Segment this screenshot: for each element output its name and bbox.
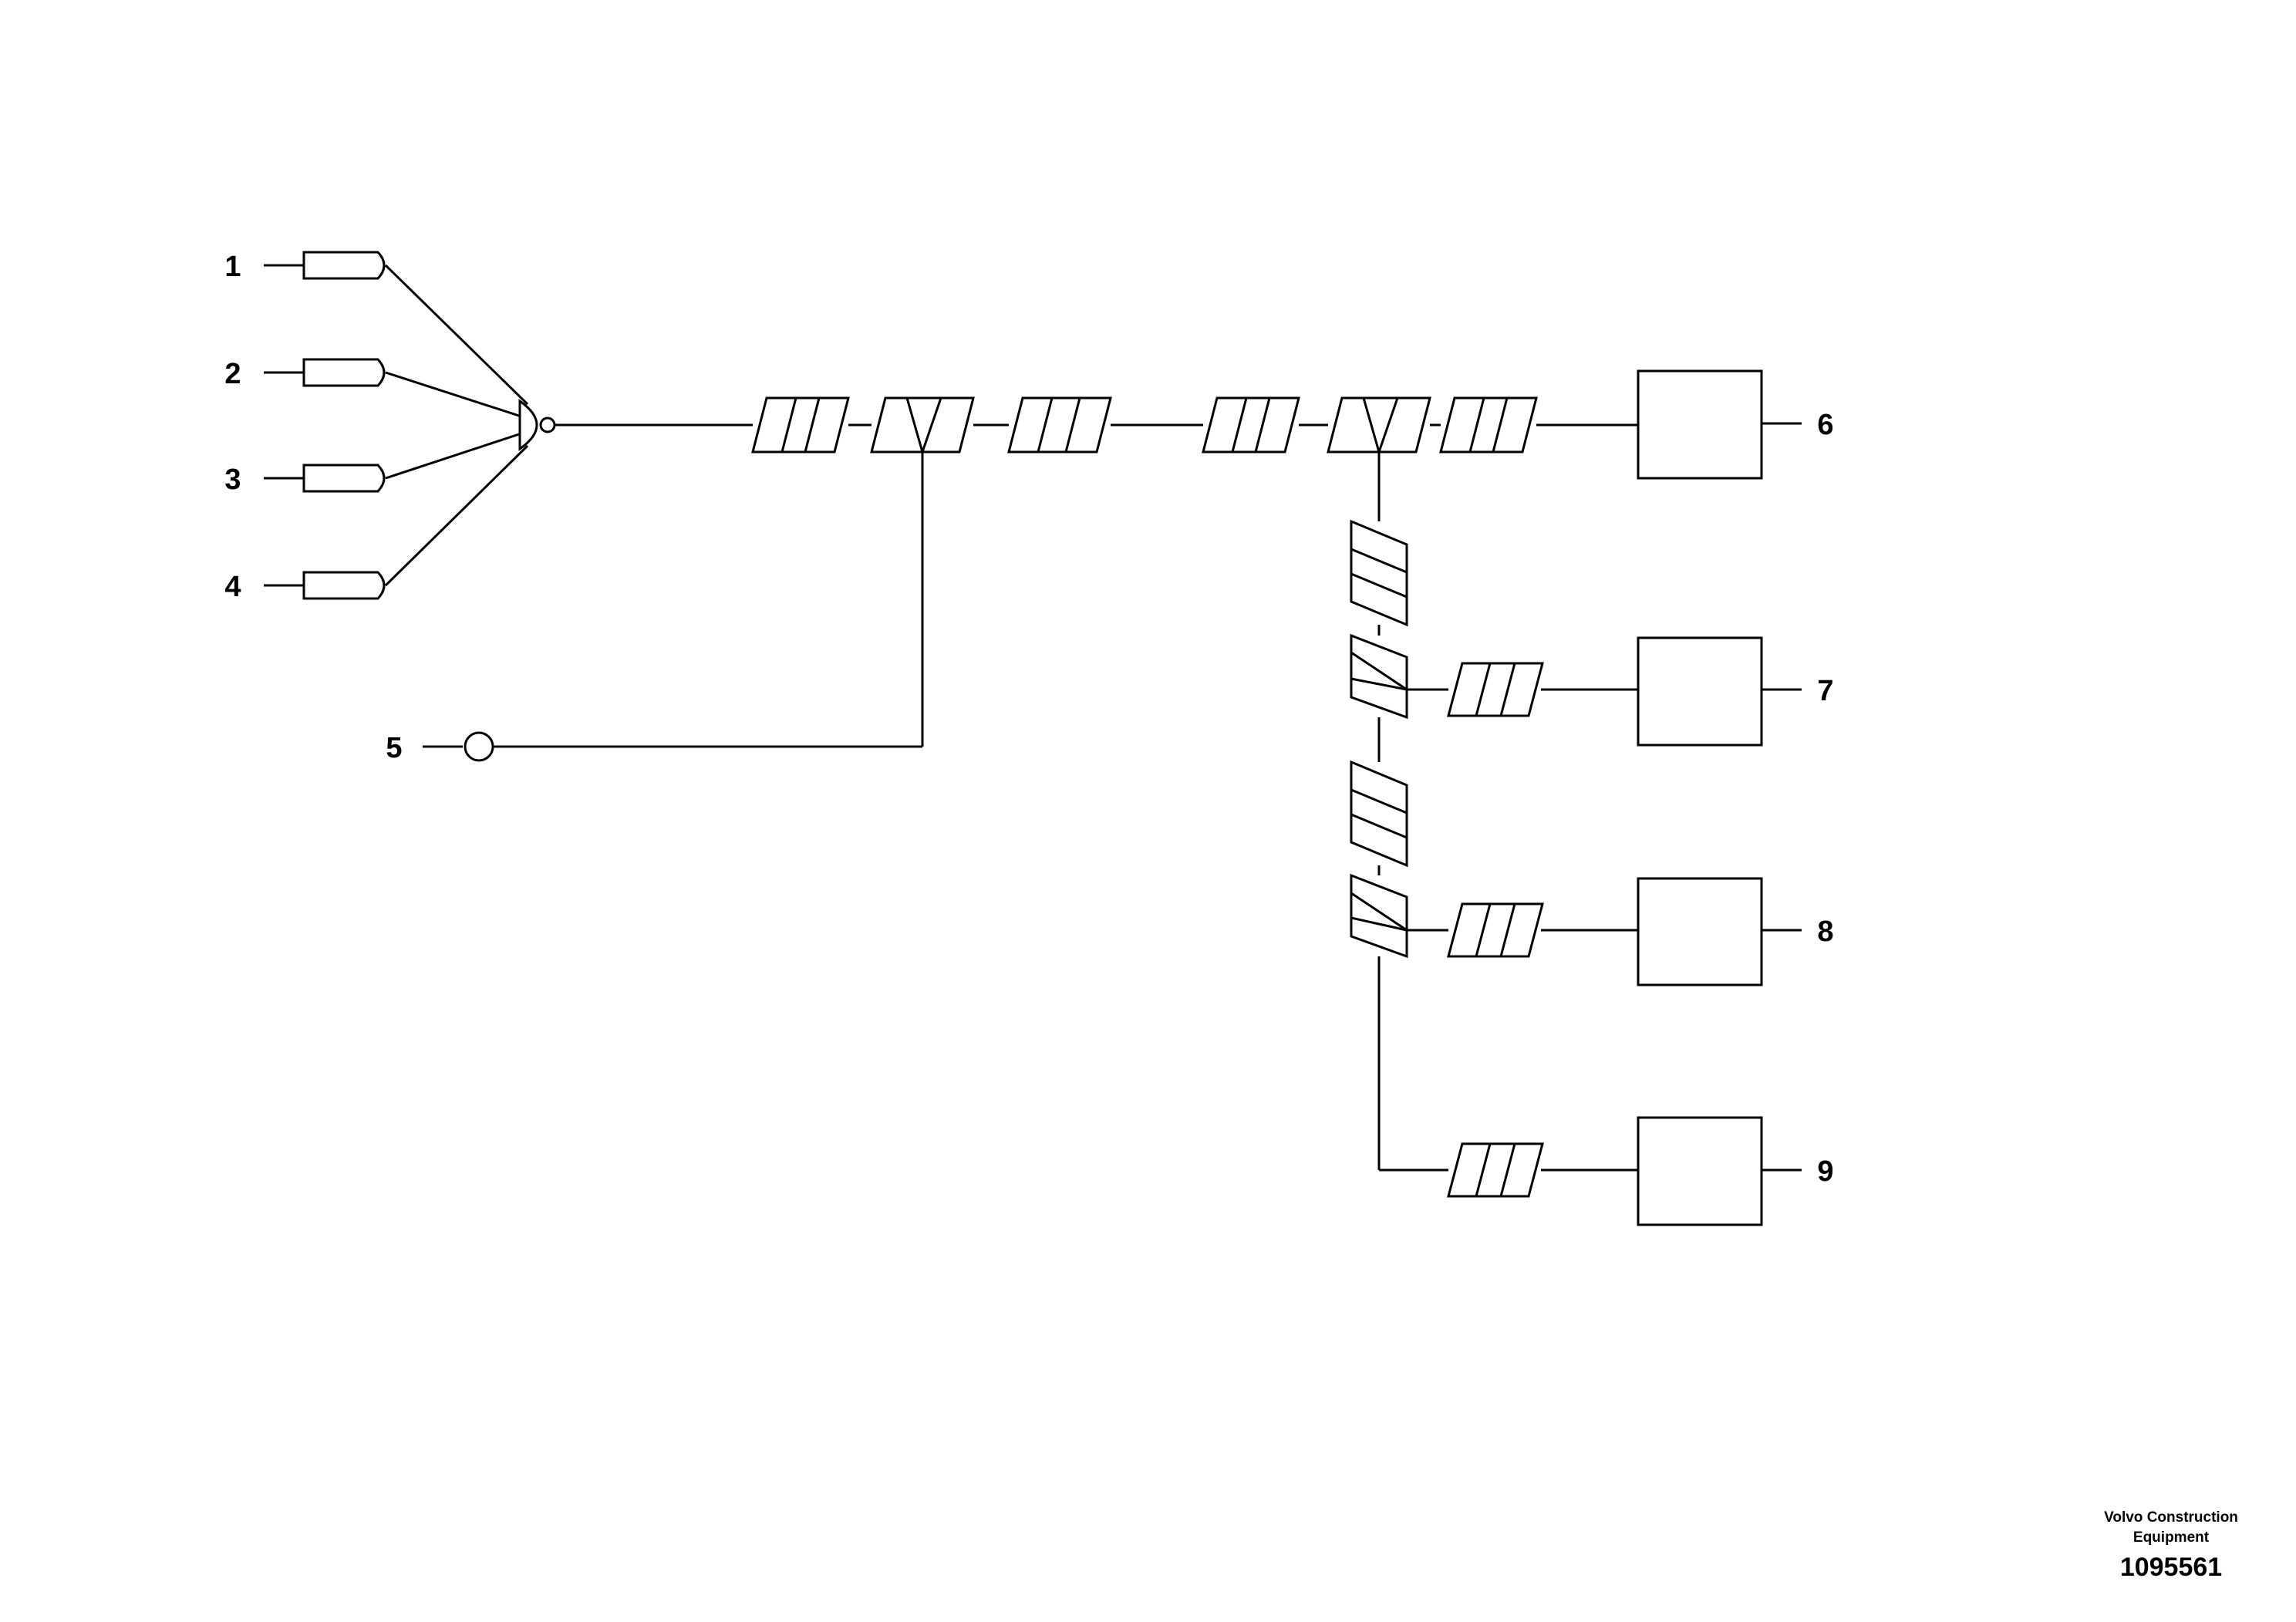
component-box-9 bbox=[1637, 1116, 1763, 1226]
callout-number: 5 bbox=[386, 732, 402, 764]
plug-connector-4 bbox=[302, 571, 386, 600]
callout-1: 1 bbox=[224, 251, 304, 283]
component-box-6 bbox=[1637, 369, 1763, 480]
callout-7: 7 bbox=[1762, 675, 1834, 707]
harness-sleeve bbox=[1007, 396, 1112, 454]
callout-8: 8 bbox=[1762, 916, 1834, 948]
callout-number: 8 bbox=[1817, 916, 1833, 948]
branch-splice-vertical bbox=[1350, 873, 1408, 959]
callout-5: 5 bbox=[386, 732, 463, 764]
branch-splice bbox=[1327, 396, 1431, 454]
callout-9: 9 bbox=[1762, 1155, 1834, 1188]
ring-terminal-5 bbox=[464, 731, 494, 762]
input-wires bbox=[384, 264, 529, 587]
junction-connector bbox=[518, 399, 556, 451]
callout-number: 4 bbox=[224, 571, 241, 603]
callout-3: 3 bbox=[224, 464, 304, 496]
harness-sleeve bbox=[1202, 396, 1300, 454]
callout-number: 1 bbox=[224, 251, 241, 283]
harness-sleeve-vertical bbox=[1350, 760, 1408, 868]
branch-wire-9 bbox=[1447, 1142, 1638, 1198]
footer-credit: Volvo Construction Equipment 1095561 bbox=[2067, 1508, 2275, 1583]
vertical-branch-wire bbox=[1377, 452, 1448, 1172]
callout-2: 2 bbox=[224, 358, 304, 390]
callout-number: 7 bbox=[1817, 675, 1833, 707]
callout-6: 6 bbox=[1762, 409, 1834, 441]
document-number: 1095561 bbox=[2119, 1553, 2223, 1582]
plug-connector-3 bbox=[302, 464, 386, 493]
branch-splice-vertical bbox=[1350, 633, 1408, 720]
component-box-8 bbox=[1637, 877, 1763, 986]
callout-number: 2 bbox=[224, 358, 241, 390]
ground-branch-wire bbox=[494, 452, 924, 748]
branch-wire-8 bbox=[1407, 902, 1638, 958]
company-name: Volvo Construction Equipment bbox=[2104, 1509, 2238, 1546]
callout-number: 3 bbox=[224, 464, 241, 496]
callout-4: 4 bbox=[224, 571, 304, 603]
callout-number: 9 bbox=[1817, 1155, 1833, 1188]
branch-splice bbox=[870, 396, 975, 454]
harness-sleeve bbox=[1439, 396, 1538, 454]
callout-number: 6 bbox=[1817, 409, 1833, 441]
branch-wire-7 bbox=[1407, 662, 1638, 717]
harness-sleeve bbox=[751, 396, 850, 454]
component-box-7 bbox=[1637, 636, 1763, 747]
plug-connector-1 bbox=[302, 251, 386, 280]
plug-connector-2 bbox=[302, 358, 386, 387]
harness-sleeve-vertical bbox=[1350, 519, 1408, 627]
